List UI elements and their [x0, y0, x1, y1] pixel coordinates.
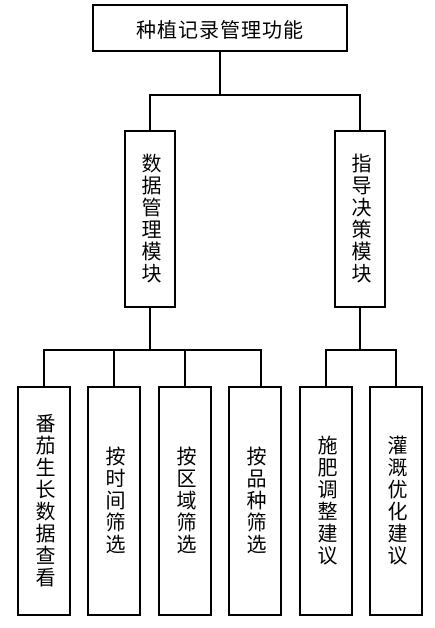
leaf-fertilization-advice: 施肥调整建议	[299, 386, 353, 616]
leaf-fertilization-advice-label: 施肥调整建议	[314, 435, 338, 567]
leaf-irrigation-advice-label: 灌溉优化建议	[384, 435, 408, 567]
connector-to-leaf-by-variety	[260, 349, 262, 386]
leaf-filter-by-variety-label: 按品种筛选	[243, 446, 267, 556]
decision-guidance-module-label: 指导决策模块	[348, 153, 372, 285]
connector-to-decision-module	[359, 94, 361, 130]
connector-decision-module-down	[359, 308, 361, 350]
connector-to-leaf-by-area	[184, 349, 186, 386]
data-management-module: 数据管理模块	[124, 130, 176, 308]
root-node: 种植记录管理功能	[92, 4, 348, 52]
connector-to-leaf-fertilization	[325, 349, 327, 386]
connector-to-leaf-by-time	[113, 349, 115, 386]
leaf-filter-by-variety: 按品种筛选	[228, 386, 282, 616]
connector-to-leaf-growth-data	[43, 349, 45, 386]
leaf-filter-by-area-label: 按区域筛选	[173, 446, 197, 556]
connector-data-module-down	[149, 308, 151, 350]
connector-level1-horizontal	[149, 94, 361, 96]
data-management-module-label: 数据管理模块	[138, 153, 162, 285]
leaf-tomato-growth-data: 番茄生长数据查看	[17, 386, 71, 616]
connector-root-down	[219, 52, 221, 95]
connector-to-data-module	[149, 94, 151, 130]
connector-to-leaf-irrigation	[395, 349, 397, 386]
connector-data-children-horizontal	[43, 349, 262, 351]
leaf-filter-by-time: 按时间筛选	[87, 386, 141, 616]
leaf-irrigation-advice: 灌溉优化建议	[369, 386, 423, 616]
leaf-tomato-growth-data-label: 番茄生长数据查看	[32, 413, 56, 589]
leaf-filter-by-area: 按区域筛选	[158, 386, 212, 616]
connector-decision-children-horizontal	[325, 349, 397, 351]
leaf-filter-by-time-label: 按时间筛选	[102, 446, 126, 556]
decision-guidance-module: 指导决策模块	[334, 130, 386, 308]
root-label: 种植记录管理功能	[136, 17, 304, 42]
